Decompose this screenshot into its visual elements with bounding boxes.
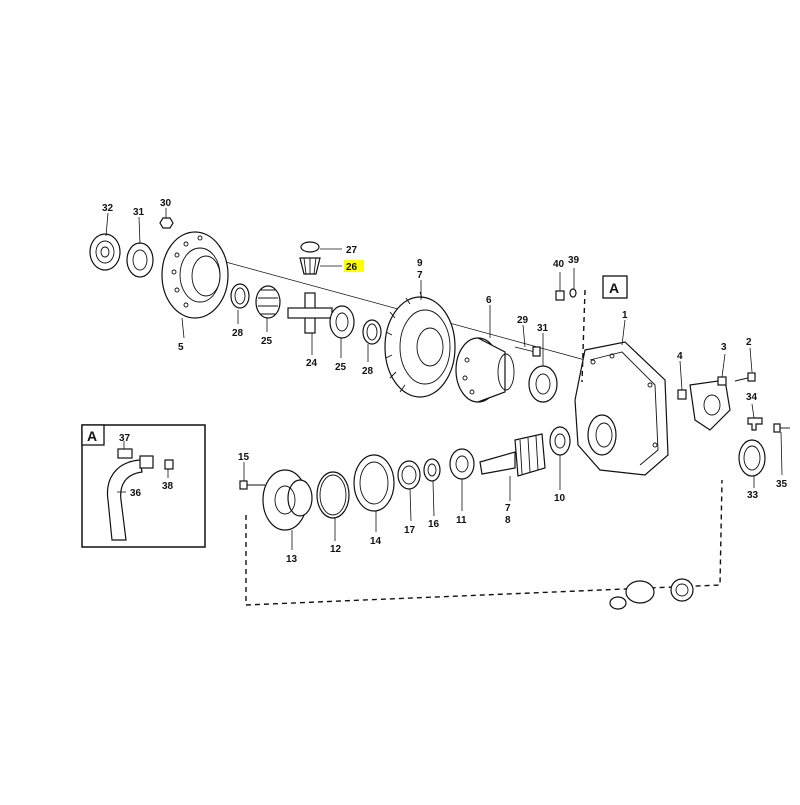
callout-3[interactable]: 3 bbox=[721, 342, 727, 353]
callout-39[interactable]: 39 bbox=[568, 255, 580, 266]
callout-7-bottom[interactable]: 7 bbox=[505, 503, 511, 514]
callout-32[interactable]: 32 bbox=[102, 203, 114, 214]
callout-29[interactable]: 29 bbox=[517, 315, 529, 326]
part-35-bolt[interactable] bbox=[773, 423, 790, 433]
callout-37[interactable]: 37 bbox=[119, 433, 131, 444]
part-30-nut[interactable] bbox=[159, 217, 174, 229]
detail-a-marker-label: A bbox=[609, 280, 619, 296]
part-25-side-gear-right[interactable] bbox=[329, 305, 355, 339]
callout-11[interactable]: 11 bbox=[456, 515, 467, 526]
callout-15[interactable]: 15 bbox=[238, 452, 250, 463]
part-33-adjusting-nut[interactable] bbox=[738, 439, 766, 477]
part-27-washer[interactable] bbox=[300, 241, 320, 253]
callout-26[interactable]: 26 bbox=[346, 262, 358, 273]
part-4-pin[interactable] bbox=[677, 389, 687, 400]
detail-a-panel-label: A bbox=[87, 428, 97, 444]
callout-12[interactable]: 12 bbox=[330, 544, 342, 555]
part-29-bolt[interactable] bbox=[514, 346, 541, 357]
callout-1[interactable]: 1 bbox=[622, 310, 628, 321]
part-26-pinion-gear[interactable] bbox=[299, 257, 321, 275]
part-5-diff-housing[interactable] bbox=[161, 231, 229, 319]
callout-28b[interactable]: 28 bbox=[362, 366, 374, 377]
part-15-bolt[interactable] bbox=[239, 480, 265, 490]
part-37-fitting[interactable] bbox=[117, 448, 133, 459]
part-28-thrust-washer[interactable] bbox=[230, 283, 250, 309]
part-24-spider-cross[interactable] bbox=[287, 292, 333, 334]
part-6-diff-case[interactable] bbox=[455, 337, 515, 403]
callout-14[interactable]: 14 bbox=[370, 536, 382, 547]
part-1-carrier-housing[interactable] bbox=[574, 341, 669, 476]
part-25-side-gear[interactable] bbox=[255, 285, 281, 319]
part-12-o-ring[interactable] bbox=[316, 471, 350, 519]
part-16-spacer[interactable] bbox=[423, 458, 441, 482]
leader-lines bbox=[105, 208, 783, 550]
callout-4[interactable]: 4 bbox=[677, 351, 683, 362]
callout-10[interactable]: 10 bbox=[554, 493, 566, 504]
part-10-bearing[interactable] bbox=[549, 426, 571, 456]
callout-35[interactable]: 35 bbox=[776, 479, 788, 490]
part-3-bolt[interactable] bbox=[717, 376, 727, 386]
callout-25b[interactable]: 25 bbox=[335, 362, 347, 373]
part-9-crown-wheel[interactable] bbox=[384, 291, 456, 398]
callout-40[interactable]: 40 bbox=[553, 259, 565, 270]
callout-34[interactable]: 34 bbox=[746, 392, 758, 403]
dashed-guide-bottom bbox=[245, 479, 723, 606]
part-7-drive-pinion[interactable] bbox=[479, 433, 546, 477]
callout-5[interactable]: 5 bbox=[178, 342, 184, 353]
callout-2[interactable]: 2 bbox=[746, 337, 752, 348]
callout-28[interactable]: 28 bbox=[232, 328, 244, 339]
callout-36[interactable]: 36 bbox=[130, 488, 142, 499]
part-38-clamp[interactable] bbox=[139, 455, 174, 470]
callout-8[interactable]: 8 bbox=[505, 515, 511, 526]
part-31-bearing-cup[interactable] bbox=[126, 242, 154, 278]
part-11-bearing[interactable] bbox=[449, 448, 475, 480]
detail-a-marker[interactable] bbox=[602, 275, 628, 299]
part-39-washer[interactable] bbox=[569, 288, 577, 298]
callout-9[interactable]: 9 bbox=[417, 258, 423, 269]
part-34-lock-plate[interactable] bbox=[747, 417, 763, 431]
callout-24[interactable]: 24 bbox=[306, 358, 318, 369]
part-2-bolt[interactable] bbox=[734, 372, 756, 382]
callout-16[interactable]: 16 bbox=[428, 519, 440, 530]
part-14-shim[interactable] bbox=[353, 454, 395, 512]
callout-27[interactable]: 27 bbox=[346, 245, 358, 256]
part-bearing-cap[interactable] bbox=[689, 379, 731, 431]
callout-31[interactable]: 31 bbox=[133, 207, 145, 218]
callout-6[interactable]: 6 bbox=[486, 295, 492, 306]
callout-17[interactable]: 17 bbox=[404, 525, 416, 536]
callout-33[interactable]: 33 bbox=[747, 490, 759, 501]
part-31-bearing-right[interactable] bbox=[528, 365, 558, 403]
part-lower-assembly[interactable] bbox=[609, 578, 694, 610]
part-40-plug[interactable] bbox=[555, 290, 565, 301]
part-13-bearing-housing[interactable] bbox=[262, 469, 313, 531]
callout-26-highlight bbox=[344, 260, 364, 272]
callout-labels: 32 31 30 5 28 25 24 25 28 27 26 9 7 6 29… bbox=[102, 198, 788, 565]
assembly-axis-line bbox=[199, 254, 586, 361]
callout-38[interactable]: 38 bbox=[162, 481, 174, 492]
callout-31b[interactable]: 31 bbox=[537, 323, 549, 334]
part-36-breather-hose[interactable] bbox=[106, 459, 143, 541]
part-17-bearing-cup[interactable] bbox=[397, 460, 421, 490]
callout-30[interactable]: 30 bbox=[160, 198, 172, 209]
callout-7-top[interactable]: 7 bbox=[417, 270, 423, 281]
part-32-bearing[interactable] bbox=[89, 233, 121, 271]
detail-a-panel-tab bbox=[81, 424, 105, 446]
dashed-guide-top bbox=[581, 289, 586, 383]
part-28-washer-right[interactable] bbox=[362, 319, 382, 345]
callout-25[interactable]: 25 bbox=[261, 336, 273, 347]
callout-13[interactable]: 13 bbox=[286, 554, 298, 565]
